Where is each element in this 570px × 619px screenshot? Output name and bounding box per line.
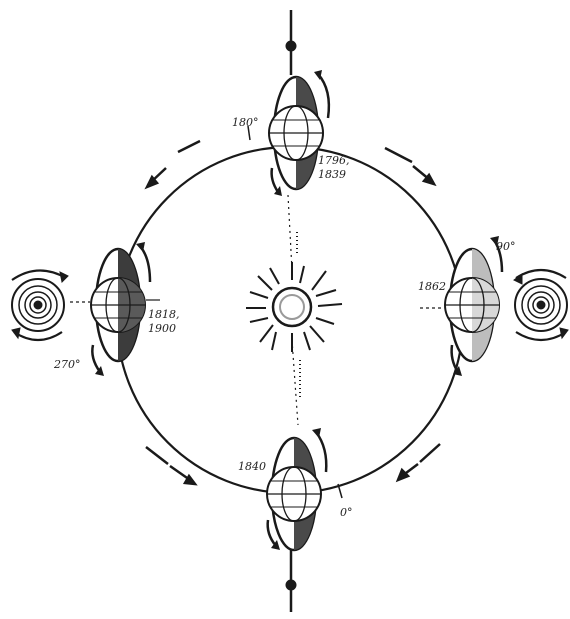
label-top-years-1: 1796, [318,154,350,167]
saturn-bottom [267,428,326,550]
label-top-angle: 180° [232,116,259,129]
label-left-years-1: 1818, [148,308,180,321]
label-right-year: 1862 [418,280,446,293]
label-left-years-2: 1900 [148,322,176,335]
saturn-left [70,242,160,376]
label-right-angle: 90° [496,240,516,253]
label-bottom-year: 1840 [238,460,266,473]
saturn-right [420,236,502,376]
label-left-angle: 270° [53,358,81,371]
sun-icon [246,262,342,352]
label-top-years-2: 1839 [318,168,346,181]
label-bottom-angle: 0° [340,506,353,519]
concentric-rings-icon [514,270,568,340]
concentric-rings-icon [12,270,68,340]
